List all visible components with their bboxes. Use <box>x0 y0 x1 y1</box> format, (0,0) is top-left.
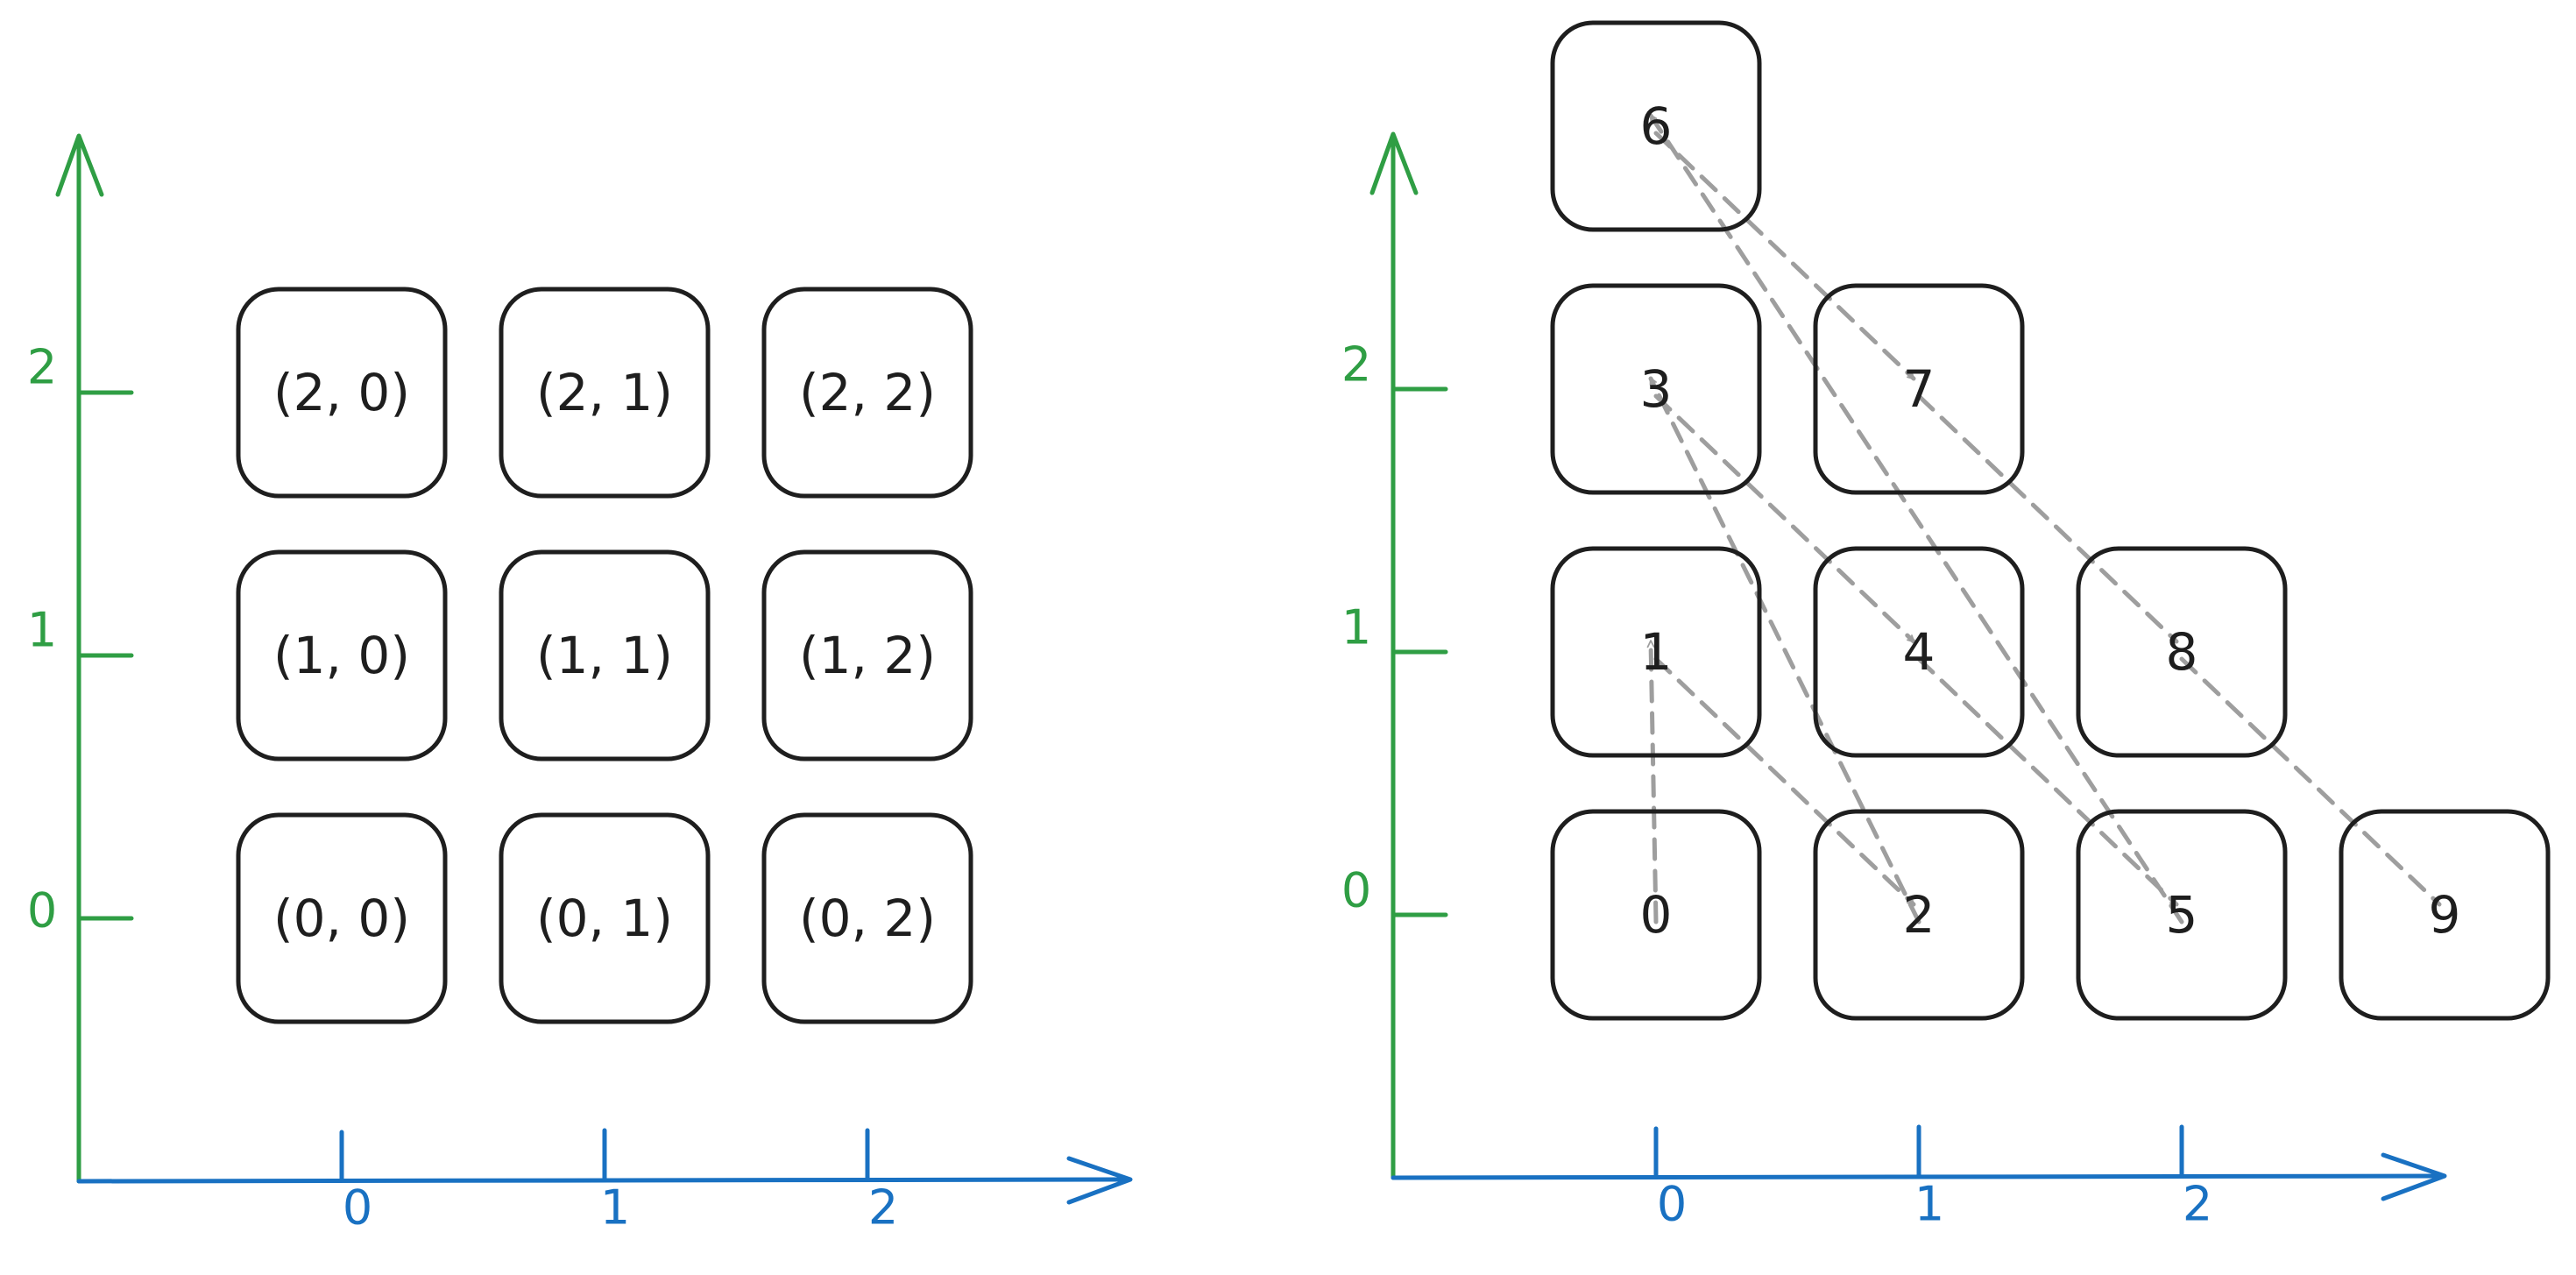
left-cell-box <box>236 549 448 761</box>
left-cell-label: (1, 1) <box>536 626 673 685</box>
left-x-tick-0: 0 <box>343 1180 372 1236</box>
left-cell: (0, 1) <box>499 812 711 1024</box>
left-x-axis: 0 1 2 <box>76 1128 1133 1236</box>
right-diagram: 0 1 2 0 1 2 0 1 2 3 4 5 6 7 8 9 <box>1341 20 2551 1232</box>
left-cell-label: (1, 0) <box>273 626 410 685</box>
left-cell: (1, 0) <box>236 549 448 761</box>
right-cell-label: 8 <box>2166 622 2198 682</box>
right-cell-box <box>2076 809 2288 1021</box>
left-cell-box <box>761 287 973 499</box>
left-cell-box <box>761 812 973 1024</box>
traversal-arrow <box>1653 131 1916 381</box>
right-x-axis: 0 1 2 <box>1391 1124 2447 1232</box>
right-cell: 5 <box>2076 809 2288 1021</box>
left-cell-box <box>236 287 448 499</box>
right-cell-label: 2 <box>1903 885 1936 945</box>
right-y-tick-1: 1 <box>1341 600 1371 655</box>
right-cell: 4 <box>1813 546 2025 758</box>
right-cell: 7 <box>1813 283 2025 495</box>
traversal-arrow <box>1653 656 1916 907</box>
left-diagram: 0 1 2 0 1 2 (0, 0) (0, 1) (0, 2) (1, 0) (1, … <box>27 133 1133 1236</box>
left-cell: (2, 0) <box>236 287 448 499</box>
traversal-arrow <box>1646 639 1659 924</box>
left-cell: (0, 0) <box>236 812 448 1024</box>
right-x-tick-0: 0 <box>1657 1177 1687 1232</box>
right-cell: 1 <box>1550 546 1762 758</box>
left-cell: (1, 1) <box>499 549 711 761</box>
right-cell: 6 <box>1550 20 1762 232</box>
left-cell-box <box>236 812 448 1024</box>
left-cell-box <box>761 549 973 761</box>
left-cell: (2, 2) <box>761 287 973 499</box>
left-cell-label: (1, 2) <box>799 626 936 685</box>
left-cell-box <box>499 549 711 761</box>
left-cell: (1, 2) <box>761 549 973 761</box>
left-cell-label: (2, 0) <box>273 363 410 422</box>
left-cell-label: (0, 1) <box>536 889 673 948</box>
left-cell-label: (2, 1) <box>536 363 673 422</box>
right-cell-label: 4 <box>1903 622 1936 682</box>
traversal-arrow <box>1916 656 2179 907</box>
right-cell-box <box>1813 283 2025 495</box>
traversal-arrow <box>2179 656 2442 907</box>
right-cell-label: 9 <box>2429 885 2461 945</box>
right-cell: 2 <box>1813 809 2025 1021</box>
left-y-tick-1: 1 <box>27 603 57 658</box>
right-cell-label: 6 <box>1640 96 1673 156</box>
left-cell-label: (0, 0) <box>273 889 410 948</box>
left-cell-box <box>499 287 711 499</box>
right-cell-grid: 0 1 2 3 4 5 6 7 8 9 <box>1550 20 2551 1021</box>
traversal-arrow <box>1648 376 1921 924</box>
right-traversal-arrows <box>1646 113 2442 924</box>
right-cell-label: 7 <box>1903 359 1936 419</box>
right-cell-label: 0 <box>1640 885 1673 945</box>
right-y-tick-2: 2 <box>1341 337 1371 393</box>
right-cell-box <box>1550 809 1762 1021</box>
right-cell-box <box>1550 283 1762 495</box>
right-cell-label: 3 <box>1640 359 1673 419</box>
right-cell: 3 <box>1550 283 1762 495</box>
right-cell: 0 <box>1550 809 1762 1021</box>
right-cell-box <box>1550 20 1762 232</box>
left-cell-grid: (0, 0) (0, 1) (0, 2) (1, 0) (1, 1) (1, 2) (2, … <box>236 287 973 1024</box>
right-cell-box <box>1550 546 1762 758</box>
left-cell-box <box>499 812 711 1024</box>
right-x-tick-1: 1 <box>1914 1177 1944 1232</box>
left-y-tick-0: 0 <box>27 883 57 939</box>
right-cell: 8 <box>2076 546 2288 758</box>
right-y-axis: 0 1 2 <box>1341 131 1448 1180</box>
left-cell: (0, 2) <box>761 812 973 1024</box>
right-cell-box <box>2076 546 2288 758</box>
left-cell: (2, 1) <box>499 287 711 499</box>
left-cell-label: (0, 2) <box>799 889 936 948</box>
right-cell-label: 1 <box>1640 622 1673 682</box>
right-cell-label: 5 <box>2166 885 2198 945</box>
right-y-tick-0: 0 <box>1341 863 1371 918</box>
traversal-arrow <box>1653 393 1916 644</box>
right-cell-box <box>1813 546 2025 758</box>
right-cell-box <box>2339 809 2551 1021</box>
traversal-arrow <box>1648 113 2184 924</box>
left-cell-label: (2, 2) <box>799 363 936 422</box>
left-y-axis: 0 1 2 <box>27 133 134 1184</box>
right-cell: 9 <box>2339 809 2551 1021</box>
traversal-arrow <box>1916 393 2179 644</box>
left-x-tick-2: 2 <box>868 1180 898 1236</box>
left-y-tick-2: 2 <box>27 340 57 395</box>
left-x-tick-1: 1 <box>600 1180 630 1236</box>
right-x-tick-2: 2 <box>2183 1177 2212 1232</box>
right-cell-box <box>1813 809 2025 1021</box>
